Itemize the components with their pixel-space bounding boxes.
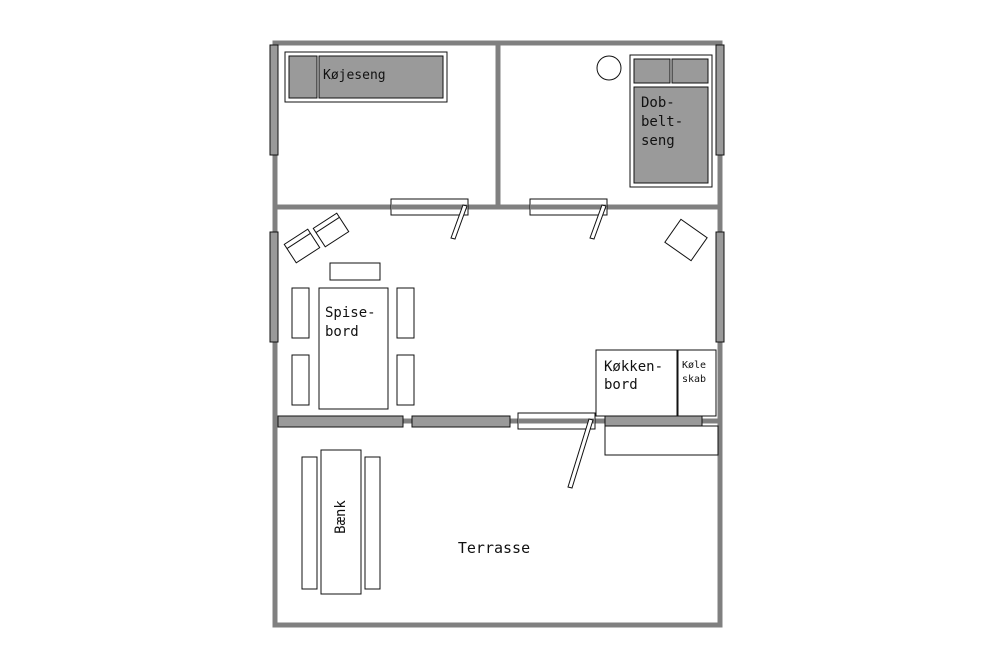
fridge [677,349,717,417]
armchair-2-back [315,216,340,234]
double-bed-mattress [633,86,709,184]
dining-chair-left-1 [291,287,310,339]
window-right-middle [715,231,725,343]
armchair-1 [283,228,321,264]
window-left-middle [269,231,279,343]
sideboard [329,262,381,281]
dining-chair-left-2 [291,354,310,406]
door-leaf-bunk-room [450,204,468,240]
bunk-bed-mattress [318,55,444,99]
armchair-3 [664,218,708,262]
bunk-bed: Køjeseng [284,51,448,103]
bench-set [301,449,381,595]
double-bed-label-2: belt- [641,114,683,130]
dining-table [318,287,389,410]
door-leaf-double-room [589,204,607,240]
fridge-label-2: skab [682,374,706,385]
window-right-top [715,44,725,156]
bench-right [364,456,381,590]
dining-table-label-2: bord [325,324,359,340]
dining-chair-right-2 [396,354,415,406]
armchairs [283,212,708,264]
kitchen-counter-label-1: Køkken- [604,359,663,375]
bedroom-doors [390,198,608,240]
dining-area [291,262,415,410]
bunk-bed-pillow [288,55,318,99]
terrace-wall [275,412,720,489]
dining-chair-right-1 [396,287,415,339]
kitchen-counter [595,349,678,417]
round-side-table [596,55,622,81]
windows [269,44,725,343]
window-left-top [269,44,279,156]
bench-table [320,449,362,595]
glass-panel-2 [411,415,511,428]
double-bed: Dob- belt- seng [596,54,713,188]
kitchen [595,349,717,417]
armchair-1-back [286,232,311,250]
terrace-label: Terrasse [458,539,530,557]
glass-panel-3 [604,415,703,428]
outdoor-counter [604,425,719,456]
armchair-2 [312,212,350,248]
bench-label: Bænk [333,500,349,534]
double-bed-label-1: Dob- [641,95,675,111]
glass-panel-1 [277,415,404,428]
bunk-bed-label: Køjeseng [323,68,386,83]
double-bed-pillow-left [633,58,671,84]
double-bed-pillow-right [671,58,709,84]
bench-left [301,456,318,590]
fridge-label-1: Køle [682,360,706,371]
dining-table-label-1: Spise- [325,305,376,321]
kitchen-counter-label-2: bord [604,377,638,393]
terrace-door-leaf [567,418,594,489]
double-bed-label-3: seng [641,133,675,149]
